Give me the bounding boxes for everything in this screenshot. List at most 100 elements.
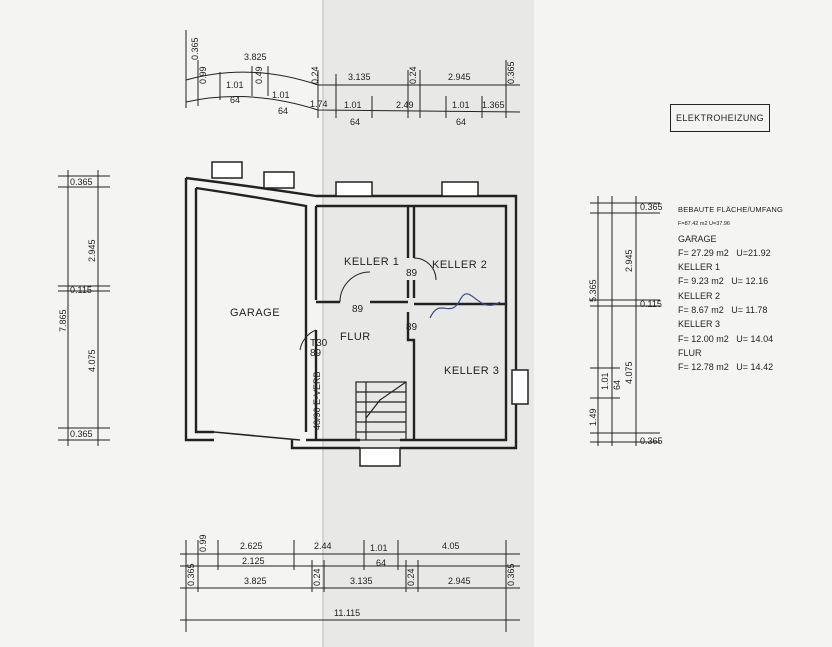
- window-garage-1: [211, 161, 243, 179]
- bottom-dim: 4.05: [442, 541, 460, 551]
- top-dim: 3.825: [244, 52, 267, 62]
- heating-type-label: ELEKTROHEIZUNG: [675, 113, 765, 123]
- legend-entry-name: GARAGE: [678, 233, 717, 244]
- handwritten-scribble: [429, 293, 501, 319]
- legend-perimeter: U= 14.42: [736, 362, 774, 373]
- room-label-garage: GARAGE: [230, 307, 280, 319]
- door-label-k1: 89: [406, 268, 418, 279]
- room-label-flur: FLUR: [340, 331, 371, 343]
- room-label-keller3: KELLER 3: [444, 365, 499, 377]
- door-label-t30: T30: [310, 338, 328, 349]
- top-dim: 0.365: [506, 61, 516, 84]
- outer-wall-basement: [290, 194, 518, 450]
- bottom-dim: 64: [376, 558, 386, 568]
- left-dim: 0.365: [70, 429, 93, 439]
- outer-wall-garage-inner: [194, 188, 214, 434]
- left-dim: 0.365: [70, 177, 93, 187]
- legend-entry-values: F= 27.29 m2 U=21.92: [678, 246, 828, 260]
- bottom-dim: 0.365: [506, 563, 516, 586]
- legend-perimeter: U= 12.16: [731, 276, 769, 287]
- legend-entry-name: KELLER 2: [678, 290, 721, 301]
- top-dim-line-2: [185, 96, 521, 113]
- bottom-dim: 2.44: [314, 541, 332, 551]
- left-dim: 0.115: [70, 285, 92, 295]
- garage-top-wall: [195, 186, 308, 432]
- bottom-dim: 0.24: [406, 568, 416, 586]
- bottom-dim: 3.825: [244, 576, 267, 586]
- top-dim: 0.99: [198, 66, 208, 84]
- left-dim: 2.945: [87, 239, 97, 262]
- garage-top-wall-outer: [185, 176, 317, 198]
- legend-entry-values: F= 12.00 m2 U= 14.04: [678, 332, 828, 346]
- wall-flur-right: [406, 312, 416, 440]
- legend-entry-name: KELLER 1: [678, 262, 721, 273]
- bottom-dim: 0.365: [186, 563, 196, 586]
- top-dim: 0.365: [190, 37, 200, 60]
- top-dim: 1.01: [344, 100, 362, 110]
- window-flur: [359, 447, 401, 467]
- legend-perimeter: U= 14.04: [736, 333, 774, 344]
- paper-fold-line: [322, 0, 324, 647]
- window-garage-2: [263, 171, 295, 189]
- bottom-dim: 0.24: [312, 568, 322, 586]
- top-dim: 0.24: [408, 66, 418, 84]
- right-dim: 0.365: [640, 202, 663, 212]
- right-dim: 1.49: [588, 408, 598, 426]
- legend-title: BEBAUTE FLÄCHE/UMFANG: [678, 205, 784, 214]
- legend-area: F= 12.00 m2: [678, 333, 729, 344]
- right-dim: 1.01: [600, 372, 610, 390]
- top-dim-line-1: [185, 71, 520, 86]
- window-keller3: [511, 369, 529, 405]
- door-label-k3: 89: [406, 322, 418, 333]
- top-dim: 1.01: [272, 90, 290, 100]
- legend-entry-name: KELLER 3: [678, 319, 721, 330]
- heating-type-stamp: ELEKTROHEIZUNG: [670, 104, 770, 132]
- right-dim: 0.115: [640, 299, 662, 309]
- bottom-dim: 2.625: [240, 541, 263, 551]
- bottom-dim: 1.01: [370, 543, 388, 553]
- right-dim: 4.075: [624, 361, 634, 384]
- top-dim: 1.01: [452, 100, 470, 110]
- top-dim-sub: 64: [230, 95, 240, 105]
- door-label-flur-top: 89: [352, 304, 364, 315]
- door-swing-flur: [299, 329, 317, 351]
- bottom-dim: 2.945: [448, 576, 471, 586]
- legend-subtitle: F=87.42 m2 U=37.96: [678, 221, 730, 228]
- top-dim-sub: 64: [456, 117, 466, 127]
- bottom-dim: 2.125: [242, 556, 265, 566]
- top-dim: 0.24: [310, 66, 320, 84]
- top-dim-sub: 64: [278, 106, 288, 116]
- door-swing-k1: [339, 271, 371, 303]
- legend-entry-name: FLUR: [678, 347, 702, 358]
- right-dim: 2.945: [624, 249, 634, 272]
- top-dim: 2.49: [396, 100, 414, 110]
- door-label-flur-left: 89: [310, 348, 322, 359]
- legend-area: F= 8.67 m2: [678, 305, 724, 316]
- legend-area: F= 27.29 m2: [678, 247, 729, 258]
- legend-perimeter: U= 11.78: [731, 305, 768, 316]
- top-dim: 0.49: [254, 66, 264, 84]
- bottom-dim-total: 11.115: [334, 608, 360, 618]
- legend-entry-values: F= 12.78 m2 U= 14.42: [678, 360, 828, 374]
- bottom-dim: 0.99: [198, 534, 208, 552]
- room-label-keller2: KELLER 2: [432, 259, 487, 271]
- area-legend: BEBAUTE FLÄCHE/UMFANG F=87.42 m2 U=37.96…: [678, 203, 828, 375]
- right-dim: 64: [612, 380, 622, 390]
- legend-entry-values: F= 9.23 m2 U= 12.16: [678, 274, 828, 288]
- left-dim: 7.865: [58, 309, 68, 332]
- window-keller1: [335, 181, 373, 197]
- legend-area: F= 9.23 m2: [678, 276, 724, 287]
- top-dim: 1.365: [482, 100, 505, 110]
- door-swing-k2: [413, 257, 437, 281]
- legend-area: F= 12.78 m2: [678, 362, 729, 373]
- left-dim: 4.075: [87, 349, 97, 372]
- staircase: [355, 381, 407, 441]
- legend-perimeter: U=21.92: [736, 247, 771, 258]
- outer-wall-garage: [184, 178, 214, 442]
- top-dim: 3.135: [348, 72, 371, 82]
- room-label-keller1: KELLER 1: [344, 256, 399, 268]
- top-dim: 1.01: [226, 80, 244, 90]
- right-dim: 5.365: [588, 279, 598, 302]
